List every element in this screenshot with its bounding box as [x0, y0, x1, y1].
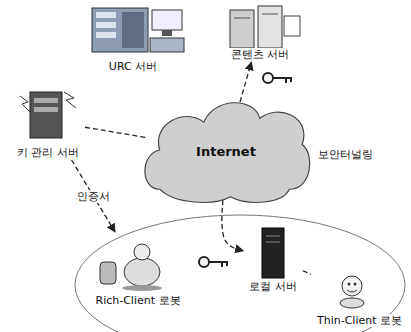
urc-server-icon	[92, 8, 184, 52]
annotation-label: 보안터널링	[316, 148, 375, 161]
dashed-connector	[222, 200, 243, 251]
cloud-node: Internet	[140, 96, 312, 206]
node-label: Thin-Client 로봇	[315, 314, 404, 327]
key-server-icon	[20, 92, 76, 138]
node-label: URC 서버	[107, 60, 159, 73]
node-label: Rich-Client 로봇	[93, 294, 182, 307]
local-network-ellipse	[75, 215, 405, 332]
edge-label: 인증서	[75, 190, 112, 203]
robot-node: Rich-Client 로봇	[88, 232, 188, 308]
server-node: URC 서버	[78, 2, 188, 74]
dashed-connector	[72, 160, 115, 232]
thin-client-robot-icon	[340, 276, 364, 308]
node-label: 콘텐츠 서버	[229, 48, 292, 61]
server-node: 로컬 서버	[243, 222, 303, 294]
key-icon	[199, 257, 228, 267]
rich-client-robot-icon	[100, 244, 162, 291]
server-node: 키 관리 서버	[11, 82, 85, 160]
local-server-icon	[262, 228, 284, 278]
node-label: 키 관리 서버	[15, 146, 81, 159]
node-label: 로컬 서버	[247, 280, 299, 293]
dashed-connector	[303, 271, 311, 275]
key-icon	[263, 73, 292, 83]
dashed-connector	[85, 127, 146, 137]
contents-server-icon	[230, 6, 300, 48]
server-node: 콘텐츠 서버	[215, 2, 305, 62]
node-label: Internet	[194, 145, 258, 158]
dashed-connector	[240, 62, 251, 102]
robot-node: Thin-Client 로봇	[311, 262, 408, 328]
